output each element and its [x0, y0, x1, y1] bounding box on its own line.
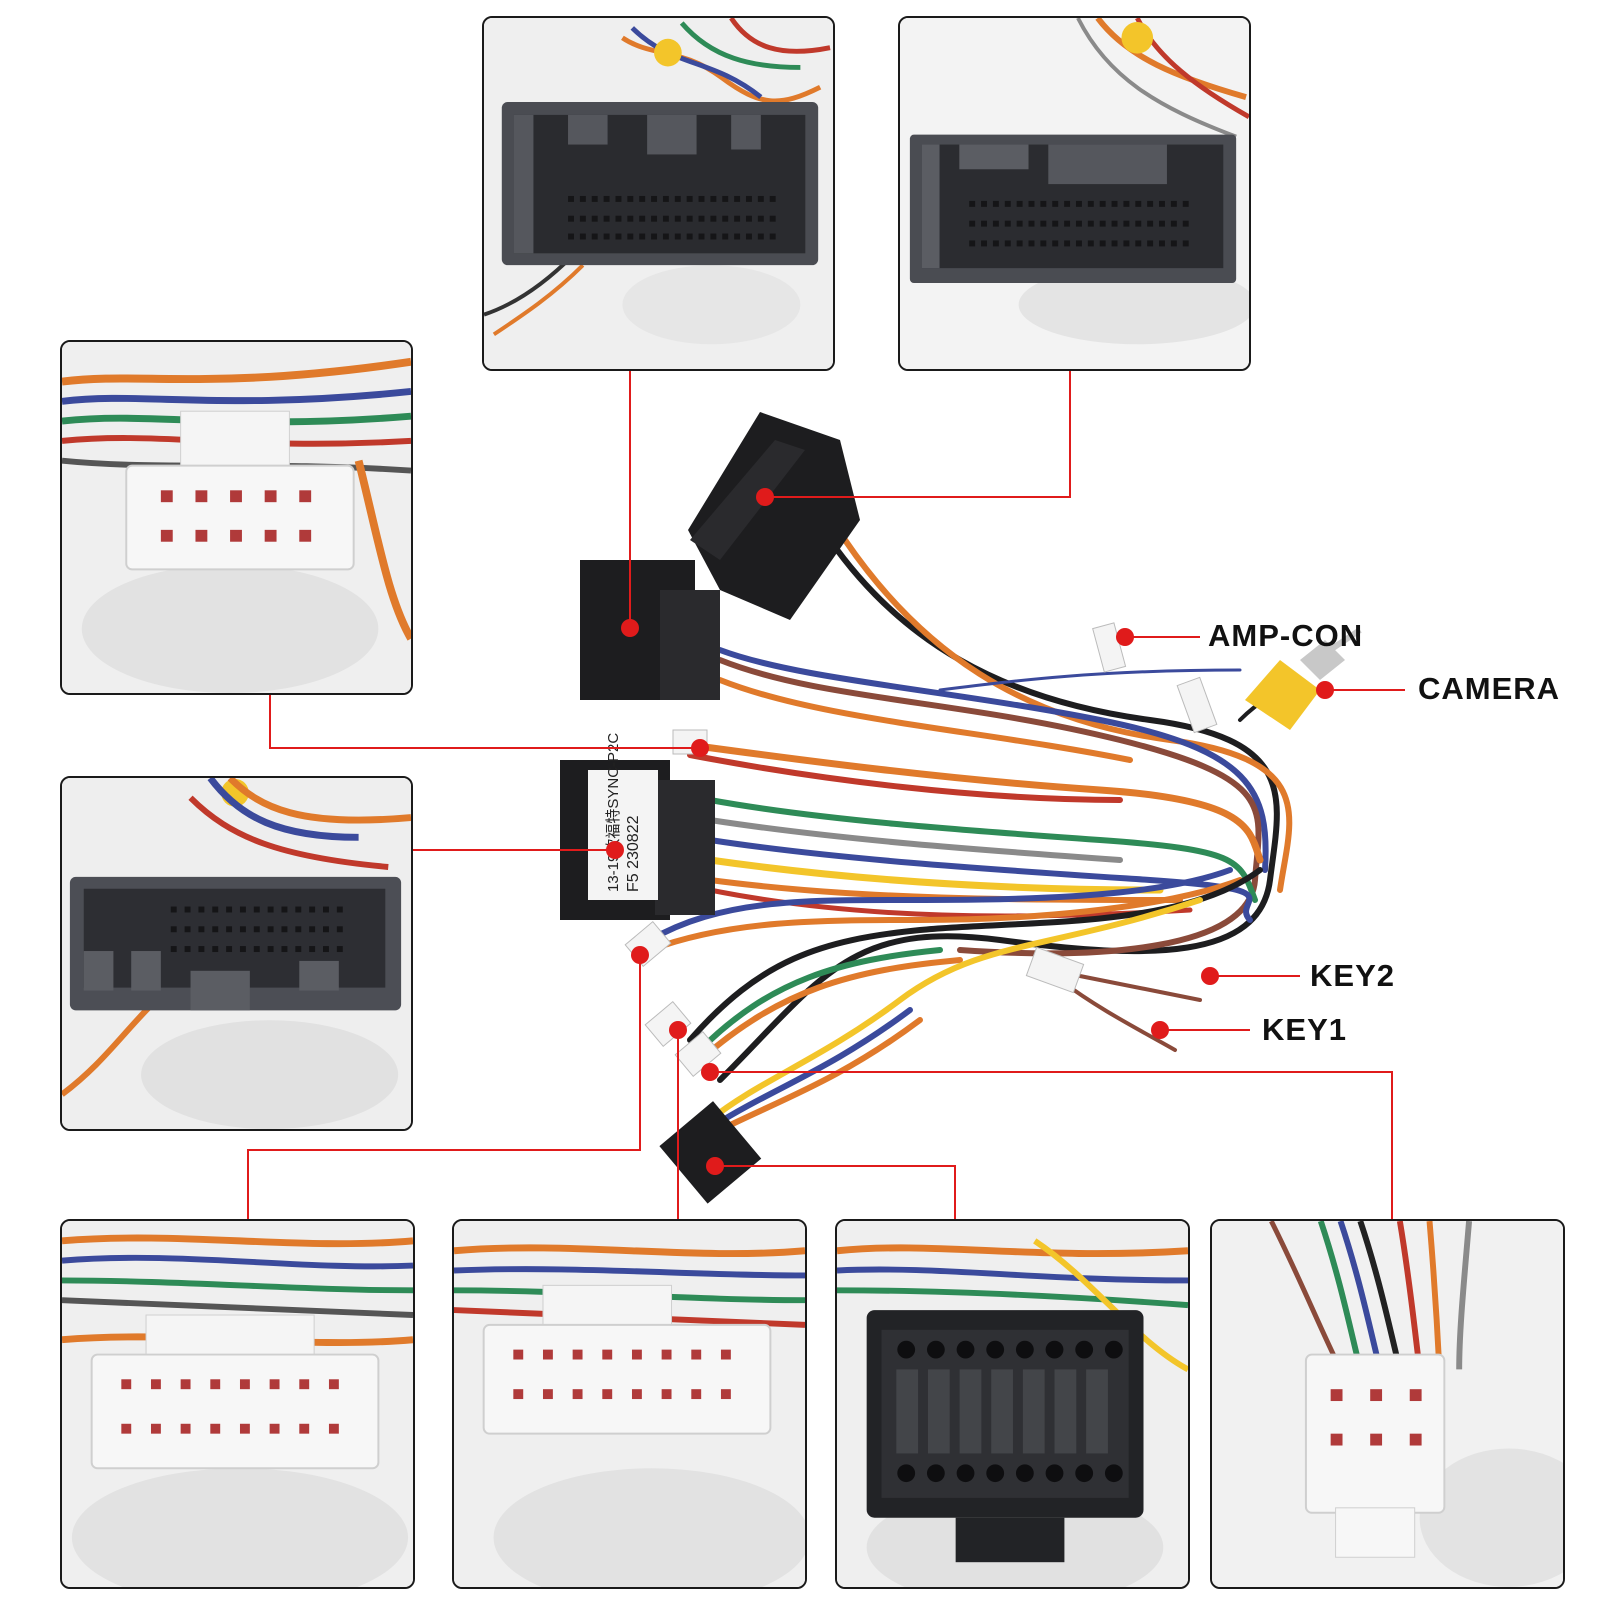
panel-black-connector-2	[898, 16, 1251, 371]
harness-wires	[647, 537, 1302, 1133]
panel-white-connector-1	[60, 340, 413, 695]
panel-grey-connector	[60, 776, 413, 1131]
panel-white-connector-4	[1210, 1219, 1565, 1589]
connector-print-line1: 13-19款福特SYNC-P2C	[605, 733, 622, 892]
label-key2: KEY2	[1310, 958, 1395, 993]
label-amp-con: AMP-CON	[1208, 618, 1364, 653]
pointer-lines	[247, 371, 1405, 1219]
pointer-dots	[606, 488, 1334, 1175]
label-key1: KEY1	[1262, 1012, 1347, 1047]
label-camera: CAMERA	[1418, 671, 1561, 706]
panel-white-connector-3	[452, 1219, 807, 1589]
panel-black-connector-3	[835, 1219, 1190, 1589]
connector-print-line2: F5 230822	[625, 815, 642, 892]
panel-black-connector-1	[482, 16, 835, 371]
panel-white-connector-2	[60, 1219, 415, 1589]
harness-connectors: 13-19款福特SYNC-P2C F5 230822	[560, 412, 1362, 1204]
